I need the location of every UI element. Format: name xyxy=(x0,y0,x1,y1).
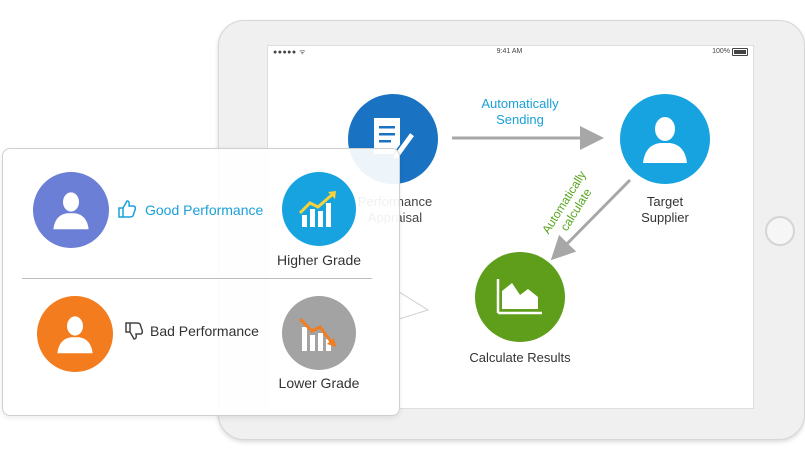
calculate-results-node xyxy=(475,252,565,342)
battery-icon xyxy=(732,48,748,56)
status-bar: ●●●●● ᯤ 9:41 AM 100% xyxy=(267,45,752,59)
home-button xyxy=(765,216,795,246)
decline-chart-icon xyxy=(298,317,336,351)
lower-grade-badge xyxy=(282,296,356,370)
bad-user-avatar xyxy=(37,296,113,372)
higher-grade-label: Higher Grade xyxy=(276,252,362,268)
target-supplier-node xyxy=(620,94,710,184)
battery-percent: 100% xyxy=(712,48,730,55)
growth-chart-icon xyxy=(298,191,336,227)
good-user-avatar xyxy=(33,172,109,248)
panel-pointer xyxy=(396,289,430,321)
signal-indicator: ●●●●● ᯤ xyxy=(273,49,306,56)
lower-grade-label: Lower Grade xyxy=(278,375,360,391)
bad-performance-text: Bad Performance xyxy=(150,323,259,339)
panel-divider xyxy=(22,278,372,279)
thumbs-up-icon xyxy=(118,200,137,218)
person-icon xyxy=(643,117,687,163)
thumbs-down-icon xyxy=(125,322,144,340)
target-supplier-label: Target Supplier xyxy=(641,194,689,225)
person-icon xyxy=(57,316,93,354)
auto-sending-label: Automatically Sending xyxy=(481,96,559,127)
good-performance-text: Good Performance xyxy=(145,202,264,218)
person-icon xyxy=(53,192,89,230)
area-chart-icon xyxy=(496,279,542,315)
calculate-results-label: Calculate Results xyxy=(469,350,571,365)
higher-grade-badge xyxy=(282,172,356,246)
status-time: 9:41 AM xyxy=(496,48,523,55)
arrow-calculate xyxy=(550,178,632,261)
